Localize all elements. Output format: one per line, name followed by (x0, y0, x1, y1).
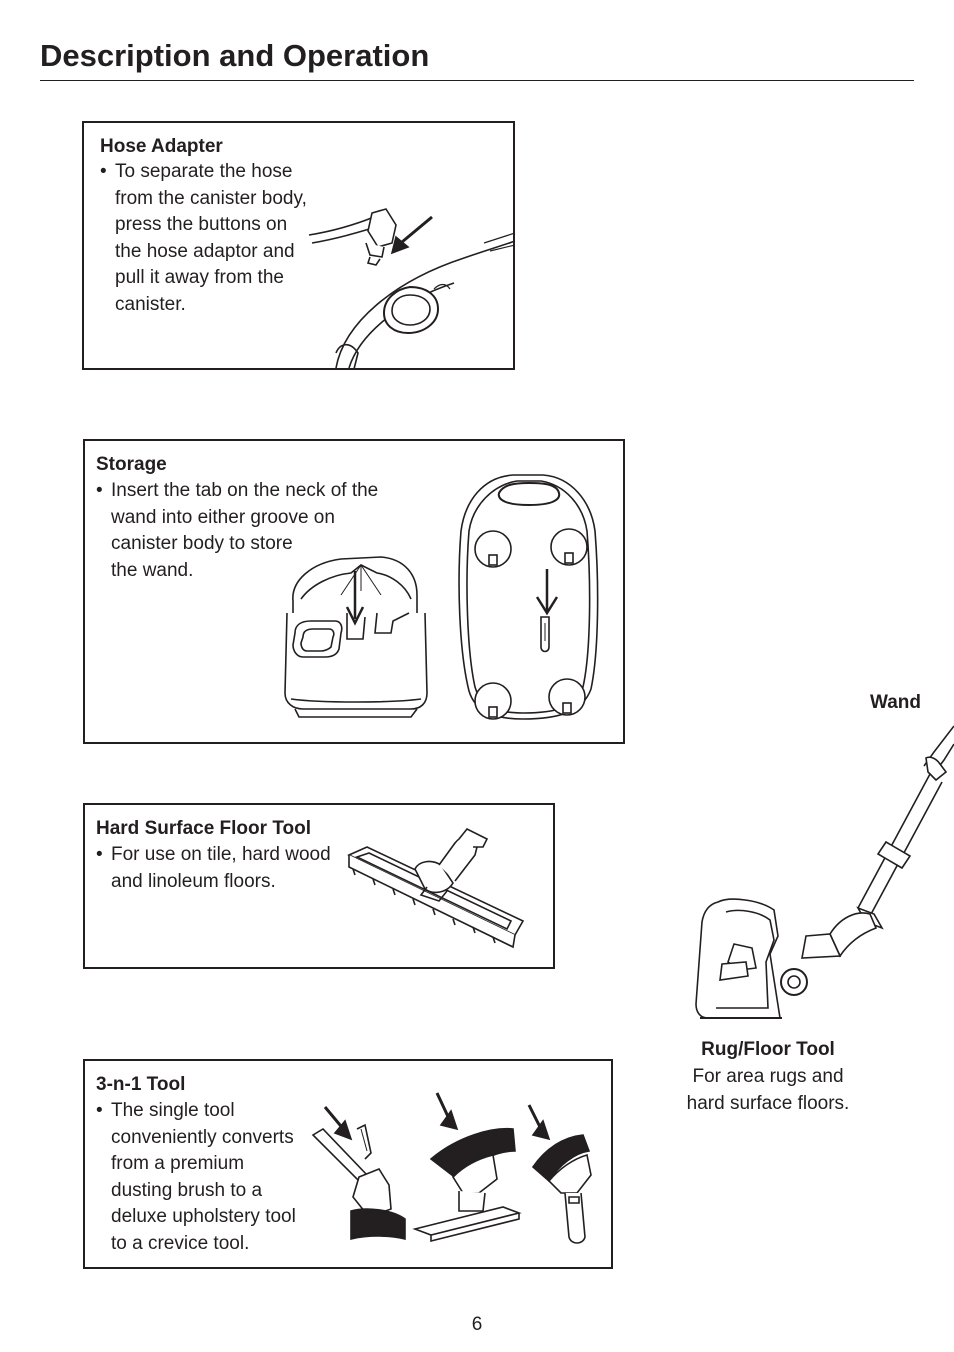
text-line: Insert the tab on the neck of the (111, 480, 379, 501)
hard-surface-heading: Hard Surface Floor Tool (96, 818, 312, 839)
text-line: hard surface floors. (686, 1092, 850, 1114)
rug-floor-tool-text: For area rugs and hard surface floors. (660, 1064, 876, 1117)
text-line: to a crevice tool. (111, 1232, 250, 1254)
bullet-line: • The single tool (96, 1098, 296, 1125)
bullet-icon: • (96, 844, 103, 865)
text-line: dusting brush to a (111, 1179, 263, 1201)
rug-floor-tool-heading: Rug/Floor Tool (701, 1039, 835, 1060)
canister-side-illustration (284, 556, 428, 718)
hose-adapter-text: • To separate the hose from the canister … (100, 159, 307, 318)
page-title: Description and Operation (40, 38, 430, 73)
title-divider (40, 80, 914, 81)
text-line: wand into either groove on (111, 506, 335, 528)
text-line: deluxe upholstery tool (111, 1206, 296, 1227)
three-in-one-text: • The single tool conveniently converts f… (96, 1098, 296, 1257)
text-line: and linoleum floors. (111, 870, 276, 892)
canister-back-illustration (458, 474, 599, 720)
text-line: For use on tile, hard wood (111, 844, 331, 865)
wand-label: Wand (870, 692, 922, 713)
three-in-one-box: 3-n-1 Tool • The single tool conveniently… (83, 1059, 613, 1269)
bullet-icon: • (96, 1100, 103, 1121)
text-line: from the canister body, (115, 187, 307, 209)
bullet-line: • For use on tile, hard wood (96, 842, 331, 869)
text-line: pull it away from the (115, 267, 284, 288)
three-in-one-tool-illustration (311, 1092, 592, 1244)
text-line: press the buttons on (115, 214, 288, 235)
storage-heading: Storage (96, 454, 167, 475)
storage-box: Storage • Insert the tab on the neck of t… (83, 439, 625, 744)
text-line: the hose adaptor and (115, 240, 295, 262)
bullet-line: • Insert the tab on the neck of the (96, 478, 378, 505)
text-line: canister. (115, 293, 186, 315)
hard-surface-tool-illustration (347, 827, 525, 949)
bullet-icon: • (100, 161, 107, 182)
text-line: from a premium (111, 1153, 245, 1174)
text-line: conveniently converts (111, 1126, 294, 1148)
storage-text: • Insert the tab on the neck of the wand … (96, 478, 378, 584)
text-line: The single tool (111, 1100, 235, 1121)
bullet-icon: • (96, 480, 103, 501)
text-line: the wand. (111, 559, 194, 581)
hard-surface-box: Hard Surface Floor Tool • For use on tile… (83, 803, 555, 969)
page-number: 6 (471, 1314, 483, 1335)
three-in-one-heading: 3-n-1 Tool (96, 1074, 186, 1095)
hose-adapter-box: Hose Adapter • To separate the hose from … (82, 121, 515, 370)
hose-adapter-illustration (308, 208, 515, 370)
text-line: For area rugs and (692, 1066, 844, 1087)
hard-surface-text: • For use on tile, hard wood and linoleum… (96, 842, 331, 895)
bullet-line: • To separate the hose (100, 159, 307, 186)
text-line: To separate the hose (115, 161, 293, 182)
text-line: canister body to store (111, 533, 293, 554)
wand-rug-tool-illustration (695, 725, 954, 1019)
hose-adapter-heading: Hose Adapter (100, 136, 223, 157)
